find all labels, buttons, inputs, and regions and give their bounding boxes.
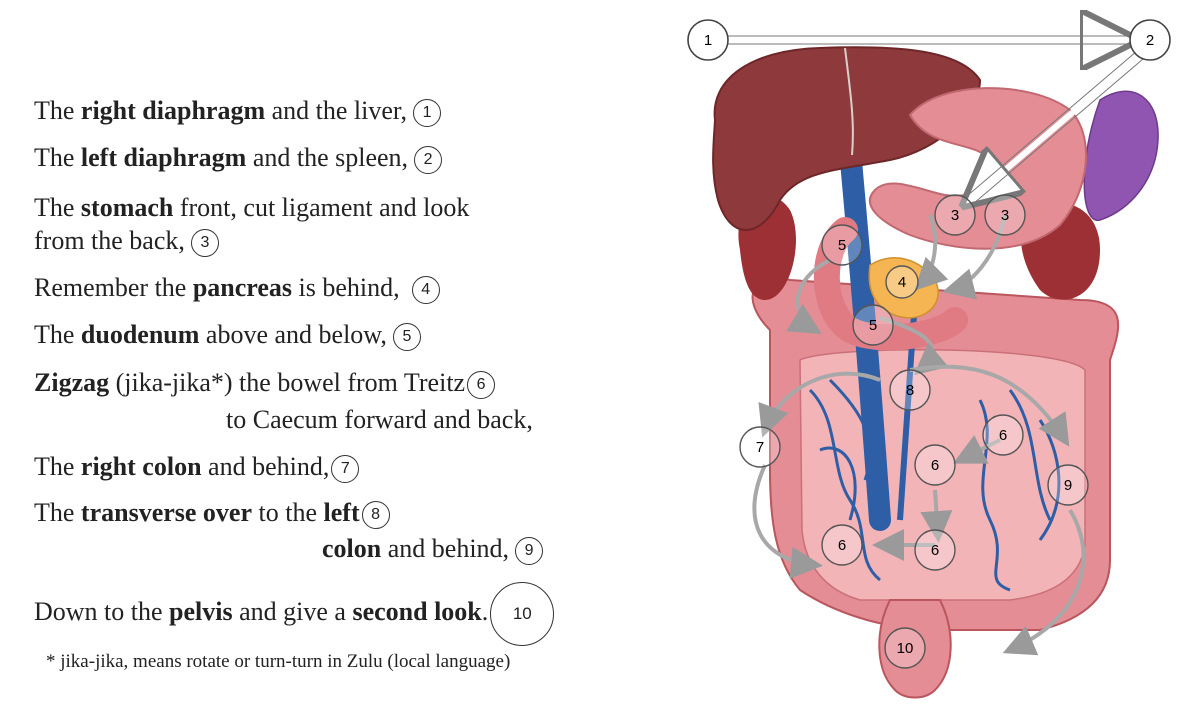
duodenum (813, 217, 968, 351)
step-10-line: Down to the pelvis and give a second loo… (34, 582, 555, 646)
svg-text:3: 3 (951, 207, 959, 224)
spleen (1083, 90, 1159, 221)
marker-2: 2 (1129, 19, 1171, 61)
svg-text:4: 4 (898, 274, 906, 291)
step-1-line: The right diaphragm and the liver,1 (34, 96, 442, 128)
marker-3a: 3 (934, 194, 976, 236)
step-2-keyword: left diaphragm (80, 143, 247, 172)
step-4-keyword: pancreas (192, 273, 293, 302)
step-10-keyword-second-look: second look (352, 596, 482, 626)
step-5-line: The duodenum above and below,5 (34, 320, 421, 352)
svg-text:6: 6 (931, 542, 939, 559)
step-9-keyword: colon (322, 534, 382, 563)
step-10-keyword: pelvis (169, 596, 233, 626)
svg-text:2: 2 (1146, 32, 1154, 49)
step-7-keyword: right colon (80, 452, 202, 481)
marker-6c: 6 (914, 529, 956, 571)
marker-8: 8 (889, 369, 931, 411)
arrow-2-to-3-outline (966, 50, 1144, 205)
step-1-number-badge: 1 (413, 99, 442, 128)
step-3-line: The stomach front, cut ligament and look (34, 193, 470, 222)
svg-text:5: 5 (838, 237, 846, 254)
rectum (878, 599, 952, 699)
step-2-line: The left diaphragm and the spleen,2 (34, 143, 443, 175)
marker-10: 10 (884, 627, 926, 669)
step-4-line: Remember the pancreas is behind,4 (34, 273, 440, 305)
step-4-number-badge: 4 (411, 276, 440, 305)
step-6-keyword: Zigzag (34, 368, 110, 397)
svg-text:10: 10 (897, 640, 914, 657)
marker-5b: 5 (852, 304, 894, 346)
arrow-1-to-2-outline (726, 35, 1128, 45)
marker-3b: 3 (984, 194, 1026, 236)
step-3-number-badge: 3 (190, 229, 219, 258)
step-10-number-badge: 10 (490, 582, 555, 646)
footnote: * jika-jika, means rotate or turn-turn i… (46, 651, 511, 672)
mnemonic-text-panel: The right diaphragm and the liver,1 The … (34, 96, 555, 672)
step-8-keyword: transverse over (80, 498, 253, 527)
marker-9: 9 (1047, 464, 1089, 506)
svg-text:5: 5 (869, 317, 877, 334)
step-1-keyword: right diaphragm (80, 96, 266, 125)
svg-text:6: 6 (931, 457, 939, 474)
step-3-line-continued: from the back,3 (34, 226, 219, 258)
step-9-line: colon and behind,9 (322, 534, 544, 566)
marker-4: 4 (885, 265, 919, 299)
step-2-number-badge: 2 (414, 146, 443, 175)
abdominal-anatomy-figure: 1 2 3 3 4 5 5 8 6 6 6 6 7 9 10 (680, 0, 1200, 721)
mesenteric-vessels (808, 378, 1061, 592)
svg-text:7: 7 (756, 439, 764, 456)
step-6-number-badge: 6 (467, 371, 496, 400)
step-5-keyword: duodenum (80, 320, 200, 349)
marker-1: 1 (687, 19, 729, 61)
svg-text:6: 6 (999, 427, 1007, 444)
step-3-keyword: stomach (80, 193, 174, 222)
liver (712, 46, 982, 231)
marker-7: 7 (739, 426, 781, 468)
svg-text:3: 3 (1001, 207, 1009, 224)
step-6-line-continued: to Caecum forward and back, (226, 405, 533, 434)
svg-text:6: 6 (838, 537, 846, 554)
step-5-number-badge: 5 (392, 323, 421, 352)
step-7-number-badge: 7 (331, 455, 360, 484)
step-9-number-badge: 9 (515, 537, 544, 566)
svg-text:9: 9 (1064, 477, 1072, 494)
step-8-number-badge: 8 (361, 501, 390, 530)
svg-text:8: 8 (906, 382, 914, 399)
marker-6b: 6 (914, 444, 956, 486)
falciform-ligament (844, 47, 854, 156)
step-6-line: Zigzag (jika-jika*) the bowel from Treit… (34, 368, 496, 400)
arrow-2-to-3 (970, 52, 1142, 200)
marker-5a: 5 (821, 224, 863, 266)
route-arrows (752, 214, 1086, 656)
marker-6d: 6 (821, 524, 863, 566)
marker-6a: 6 (982, 414, 1024, 456)
step-8-keyword-left: left (323, 498, 360, 527)
svg-text:1: 1 (704, 32, 712, 49)
anatomy-illustration: 1 2 3 3 4 5 5 8 6 6 6 6 7 9 10 (687, 0, 1171, 699)
step-7-line: The right colon and behind,7 (34, 452, 360, 484)
